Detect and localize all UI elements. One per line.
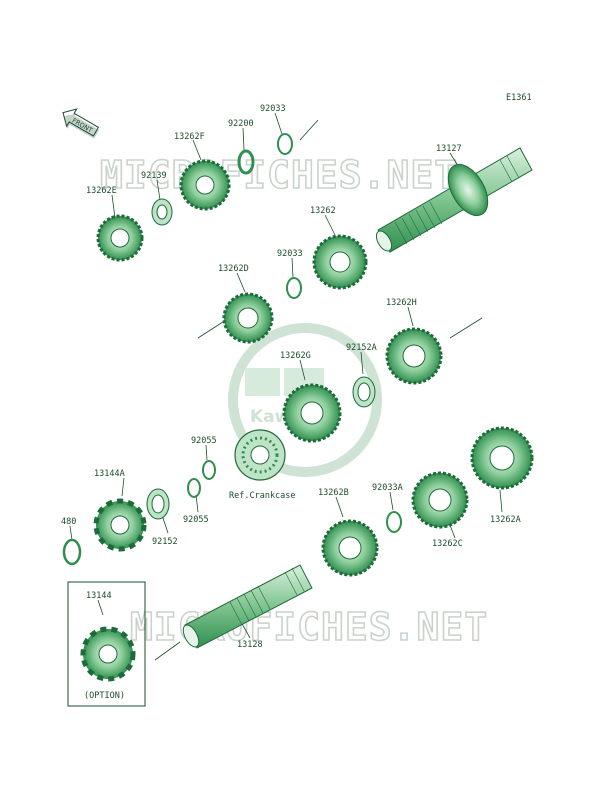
label-92139[interactable]: 92139 — [141, 171, 167, 181]
part-13262D-gear[interactable] — [222, 292, 274, 344]
option-box: (OPTION) — [67, 581, 146, 707]
part-92055-top-oring[interactable] — [202, 460, 216, 480]
label-13262F[interactable]: 13262F — [174, 132, 205, 142]
label-13262A[interactable]: 13262A — [490, 515, 521, 525]
label-13262H[interactable]: 13262H — [386, 298, 417, 308]
part-13262G-gear[interactable] — [282, 383, 342, 443]
label-92200[interactable]: 92200 — [228, 119, 254, 129]
part-92033-mid-circlip[interactable] — [286, 277, 302, 299]
diagram-code: E1361 — [506, 93, 532, 103]
label-13262D[interactable]: 13262D — [218, 264, 249, 274]
part-92033A-circlip[interactable] — [386, 511, 402, 533]
part-crankcase-bearing[interactable] — [234, 429, 286, 481]
front-arrow-icon: FRONT — [62, 108, 100, 139]
part-92152A-collar[interactable] — [352, 376, 376, 408]
label-13262B[interactable]: 13262B — [318, 488, 349, 498]
part-13262H-gear[interactable] — [385, 327, 443, 385]
label-92033-mid[interactable]: 92033 — [277, 249, 303, 259]
part-13262B-gear[interactable] — [321, 519, 379, 577]
part-13144-sprocket[interactable] — [80, 626, 136, 682]
label-92152[interactable]: 92152 — [152, 537, 178, 547]
part-13262F-gear[interactable] — [179, 159, 231, 211]
part-92152-collar[interactable] — [146, 488, 170, 520]
label-92055-bottom[interactable]: 92055 — [183, 515, 209, 525]
part-13144A-sprocket[interactable] — [93, 498, 147, 552]
part-92200-washer[interactable] — [237, 149, 255, 175]
label-92033A[interactable]: 92033A — [372, 483, 403, 493]
label-13262[interactable]: 13262 — [310, 206, 336, 216]
label-13262G[interactable]: 13262G — [280, 351, 311, 361]
part-480-circlip[interactable] — [62, 538, 82, 566]
guide-lines — [69, 112, 503, 661]
part-92033-top-circlip[interactable] — [277, 133, 293, 155]
label-13128[interactable]: 13128 — [237, 640, 263, 650]
label-480[interactable]: 480 — [61, 517, 76, 527]
label-13144A[interactable]: 13144A — [94, 469, 125, 479]
part-13127-shaft[interactable] — [373, 147, 533, 254]
watermark-top: MICROFICHES.NET — [100, 153, 458, 197]
label-ref-crankcase[interactable]: Ref.Crankcase — [229, 491, 296, 501]
part-labels: 92033 92200 13262F 92139 13262E 13127 13… — [61, 104, 521, 650]
label-13127[interactable]: 13127 — [436, 144, 462, 154]
part-13262E-gear[interactable] — [96, 214, 144, 262]
label-92033-top[interactable]: 92033 — [260, 104, 286, 114]
part-92055-bottom-oring[interactable] — [187, 478, 201, 498]
option-label: (OPTION) — [84, 691, 125, 701]
part-13262C-gear[interactable] — [411, 471, 469, 529]
label-13144[interactable]: 13144 — [86, 591, 112, 601]
part-92139-bearing[interactable] — [151, 198, 173, 226]
part-13262-gear[interactable] — [312, 234, 368, 290]
label-92152A[interactable]: 92152A — [346, 343, 377, 353]
label-13262C[interactable]: 13262C — [432, 539, 463, 549]
label-13262E[interactable]: 13262E — [86, 186, 117, 196]
label-92055-top[interactable]: 92055 — [191, 436, 217, 446]
part-13128-shaft[interactable] — [180, 564, 313, 649]
part-13262A-gear[interactable] — [470, 426, 534, 490]
